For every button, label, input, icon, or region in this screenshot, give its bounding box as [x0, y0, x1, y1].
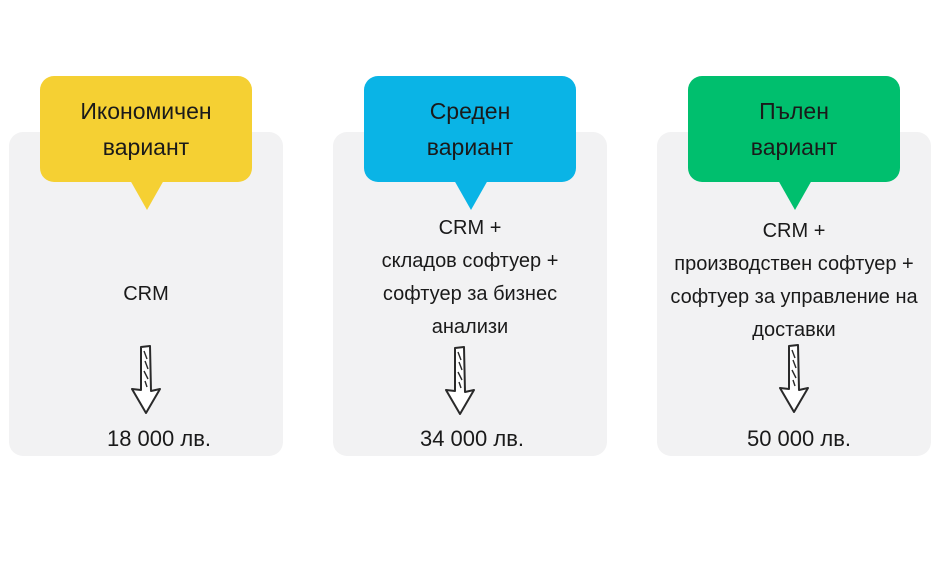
plan-title-full: Пълен вариант: [750, 98, 838, 160]
plan-description-medium: CRM + складов софтуер + софтуер за бизне…: [381, 217, 559, 338]
plan-title-economy: Икономичен вариант: [80, 98, 212, 160]
plan-price-medium: 34 000 лв.: [419, 426, 525, 451]
plan-description-economy: CRM: [123, 283, 169, 305]
down-arrow-icon: [779, 344, 809, 413]
plan-bubble-tail-economy: [130, 180, 164, 210]
plan-price-full: 50 000 лв.: [746, 426, 852, 451]
down-arrow-icon: [131, 345, 161, 414]
plan-bubble-tail-medium: [454, 180, 488, 210]
plan-bubble-full: Пълен вариант: [688, 76, 900, 182]
plan-bubble-medium: Среден вариант: [364, 76, 576, 182]
plan-price-economy: 18 000 лв.: [106, 426, 212, 451]
plan-bubble-economy: Икономичен вариант: [40, 76, 252, 182]
down-arrow-icon: [445, 346, 475, 415]
plan-bubble-tail-full: [778, 180, 812, 210]
plan-description-full: CRM + производствен софтуер + софтуер за…: [670, 220, 918, 341]
plan-title-medium: Среден вариант: [426, 98, 514, 160]
